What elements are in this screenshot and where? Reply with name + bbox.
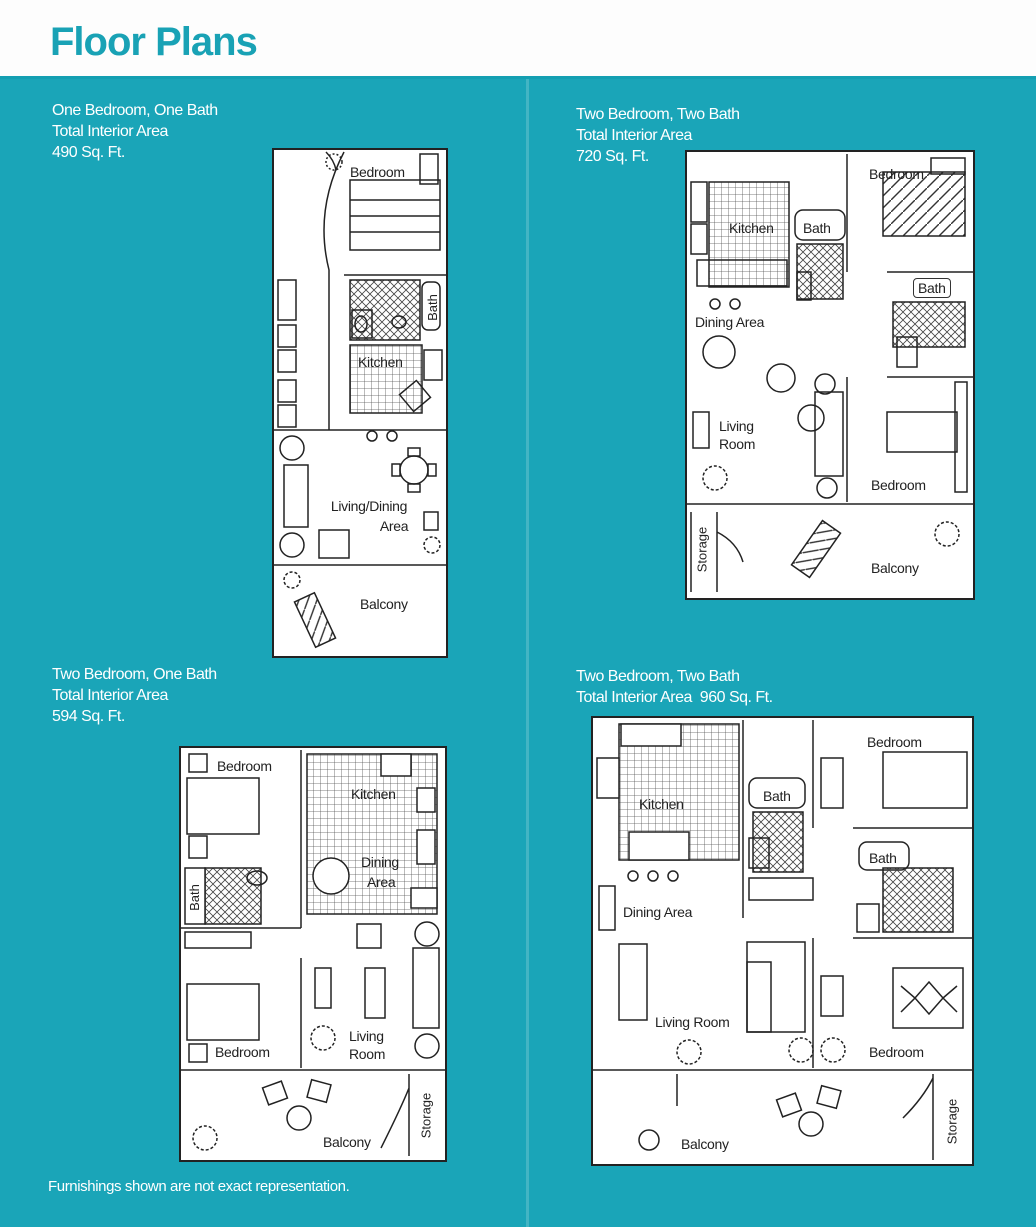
room-label-bath: Bath — [186, 884, 202, 911]
room-label-living-room: Room — [349, 1046, 386, 1062]
room-label-bedroom-b: Bedroom — [215, 1044, 270, 1060]
room-label-kitchen: Kitchen — [639, 796, 684, 812]
room-label-bedroom-b: Bedroom — [871, 477, 926, 493]
plan-caption-2br-2ba-720: Two Bedroom, Two Bath Total Interior Are… — [576, 104, 740, 167]
room-label-storage: Storage — [418, 1092, 434, 1139]
room-label-balcony: Balcony — [360, 596, 408, 612]
room-label-bedroom-a: Bedroom — [869, 166, 924, 182]
room-label-dining: Dining Area — [623, 904, 693, 920]
plan-area-label: Total Interior Area — [52, 123, 168, 140]
room-label-balcony: Balcony — [323, 1134, 371, 1150]
room-label-storage: Storage — [694, 526, 710, 573]
room-label-bedroom: Bedroom — [350, 164, 405, 180]
plan-area: 490 Sq. Ft. — [52, 144, 125, 161]
plan-area: 720 Sq. Ft. — [576, 148, 649, 165]
room-label-kitchen: Kitchen — [351, 786, 396, 802]
room-label-balcony: Balcony — [871, 560, 919, 576]
plan-area: 960 Sq. Ft. — [699, 689, 773, 706]
plan-name: Two Bedroom, One Bath — [52, 666, 217, 683]
room-label-living-dining-area: Area — [379, 518, 409, 534]
plan-area-label: Total Interior Area — [576, 127, 692, 144]
room-label-dining: Dining Area — [695, 314, 765, 330]
floor-plan-drawing — [181, 750, 445, 1156]
plan-area-label: Total Interior Area — [576, 689, 692, 706]
room-label-bedroom-b: Bedroom — [869, 1044, 924, 1060]
room-label-storage: Storage — [944, 1098, 960, 1145]
floor-plan-drawing — [687, 154, 973, 592]
room-label-dining: Dining — [361, 854, 399, 870]
plan-caption-2br-2ba-960: Two Bedroom, Two Bath Total Interior Are… — [576, 666, 773, 708]
room-label-living-room: Room — [719, 436, 756, 452]
brochure-fold — [526, 79, 529, 1227]
plan-area-label: Total Interior Area — [52, 687, 168, 704]
room-label-bath: Bath — [424, 294, 440, 321]
plan-name: One Bedroom, One Bath — [52, 102, 218, 119]
room-label-bedroom-a: Bedroom — [217, 758, 272, 774]
room-label-living: Living — [349, 1028, 384, 1044]
plan-name: Two Bedroom, Two Bath — [576, 668, 740, 685]
room-label-living-dining: Living/Dining — [330, 498, 408, 514]
plan-area: 594 Sq. Ft. — [52, 708, 125, 725]
floor-plan-2br-2ba-720: Bedroom Kitchen Bath Bath Dining Area Li… — [685, 150, 975, 600]
plan-caption-1br-1ba: One Bedroom, One Bath Total Interior Are… — [52, 100, 218, 163]
plan-caption-2br-1ba: Two Bedroom, One Bath Total Interior Are… — [52, 664, 217, 727]
floor-plan-1br-1ba: Bedroom Bath Kitchen Living/Dining Area … — [272, 148, 448, 658]
page-header: Floor Plans — [0, 0, 1036, 79]
floor-plan-drawing — [274, 151, 446, 649]
plan-name: Two Bedroom, Two Bath — [576, 106, 740, 123]
page-title: Floor Plans — [50, 20, 258, 64]
floor-plan-2br-1ba: Bedroom Kitchen Dining Area Bath Living … — [179, 746, 447, 1162]
room-label-living: Living — [719, 418, 754, 434]
floor-plan-2br-2ba-960: Kitchen Bath Bedroom Bath Dining Area Li… — [591, 716, 974, 1166]
room-label-bath-a: Bath — [763, 788, 791, 804]
room-label-bedroom-a: Bedroom — [867, 734, 922, 750]
room-label-kitchen: Kitchen — [358, 354, 403, 370]
room-label-bath-b: Bath — [869, 850, 897, 866]
footnote: Furnishings shown are not exact represen… — [48, 1178, 350, 1195]
floor-plan-drawing — [593, 720, 972, 1160]
room-label-dining-area: Area — [367, 874, 396, 890]
room-label-bath-b: Bath — [913, 278, 951, 298]
room-label-kitchen: Kitchen — [729, 220, 774, 236]
room-label-living: Living Room — [655, 1014, 730, 1030]
room-label-bath-a: Bath — [803, 220, 831, 236]
room-label-balcony: Balcony — [681, 1136, 729, 1152]
